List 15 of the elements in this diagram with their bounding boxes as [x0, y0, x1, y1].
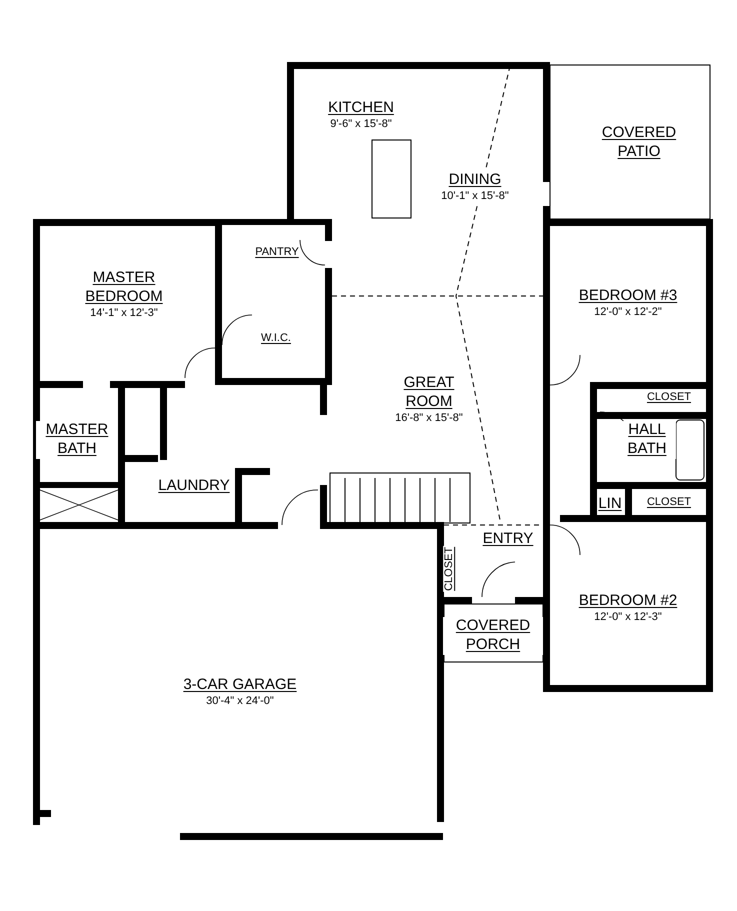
room-name: LAUNDRY [157, 477, 231, 496]
room-name: W.I.C. [260, 332, 292, 346]
room-name: DINING [448, 171, 502, 190]
room-name: 3-CAR GARAGE [182, 676, 298, 695]
room-name: ENTRY [482, 530, 534, 549]
room-name: CLOSET [646, 496, 692, 510]
room-name: LIN [597, 495, 623, 514]
room-dimensions: 10'-1" x 15'-8" [440, 190, 510, 204]
room-name: COVERED PORCH [443, 617, 543, 654]
room-name: CLOSET [646, 391, 692, 405]
room-name: BEDROOM #3 [578, 287, 678, 306]
room-name: KITCHEN [327, 99, 395, 118]
room-name: CLOSET [443, 546, 457, 592]
room-name: PANTRY [254, 246, 300, 260]
room-name: BEDROOM #2 [578, 592, 678, 611]
